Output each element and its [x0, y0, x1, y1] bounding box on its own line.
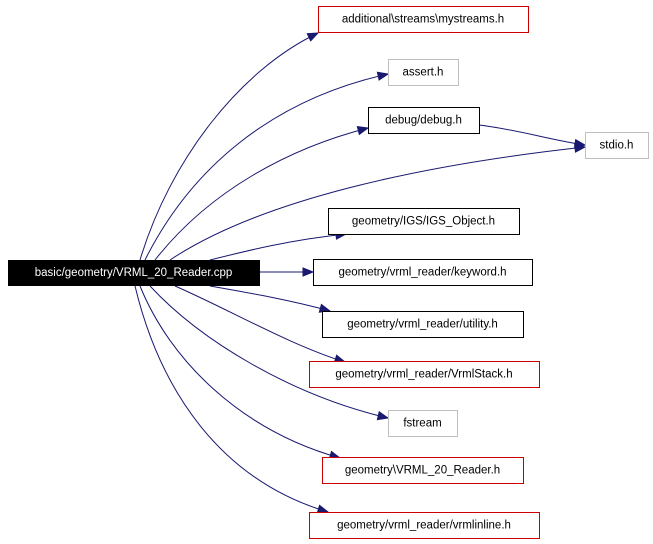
node-box [388, 410, 458, 437]
node-label: geometry/IGS/IGS_Object.h [352, 216, 495, 228]
node-box [309, 512, 540, 539]
node-label: geometry/vrml_reader/keyword.h [338, 267, 506, 279]
node-keyword[interactable]: geometry/vrml_reader/keyword.h [313, 259, 533, 286]
edge-line [169, 146, 586, 261]
nodes-layer: basic/geometry/VRML_20_Reader.cpp additio… [8, 6, 649, 539]
edge-root-to-debug [154, 126, 370, 261]
node-box [388, 59, 459, 86]
edge-root-to-utility [209, 285, 332, 313]
edge-root-to-vrmlstack [174, 285, 347, 364]
arrowhead-icon [302, 267, 315, 277]
arrowhead-icon [316, 504, 330, 514]
node-label: fstream [403, 418, 441, 430]
node-assert[interactable]: assert.h [388, 59, 459, 86]
edge-debug-to-stdio [478, 124, 587, 149]
node-debug[interactable]: debug/debug.h [368, 107, 480, 134]
edge-line [174, 285, 346, 363]
node-label: geometry/vrml_reader/utility.h [347, 319, 498, 331]
edge-line [209, 285, 331, 312]
node-vrml20reader[interactable]: geometry\VRML_20_Reader.h [322, 457, 524, 484]
edge-line [144, 73, 389, 261]
arrowhead-icon [356, 126, 370, 136]
arrowhead-icon [306, 32, 320, 42]
edge-line [154, 127, 369, 261]
node-label: assert.h [403, 67, 444, 79]
node-box [368, 107, 480, 134]
edge-line [478, 124, 586, 146]
edges-layer [134, 32, 587, 514]
node-vrmlstack[interactable]: geometry/vrml_reader/VrmlStack.h [309, 361, 540, 388]
node-utility[interactable]: geometry/vrml_reader/utility.h [322, 311, 524, 338]
node-mystreams[interactable]: additional\streams\mystreams.h [318, 6, 529, 33]
node-label: debug/debug.h [385, 115, 462, 127]
node-box [328, 208, 520, 235]
arrowhead-icon [376, 410, 390, 421]
edge-line [134, 285, 329, 513]
root-node[interactable]: basic/geometry/VRML_20_Reader.cpp [8, 260, 260, 286]
node-label: geometry/vrml_reader/vrmlinline.h [337, 520, 511, 532]
edge-root-to-igsobject [209, 230, 348, 261]
node-igsobject[interactable]: geometry/IGS/IGS_Object.h [328, 208, 520, 235]
edge-line [139, 285, 341, 459]
node-box [313, 259, 533, 286]
arrowhead-icon [573, 138, 587, 149]
node-box [322, 457, 524, 484]
edge-root-to-fstream [149, 285, 390, 421]
node-label: geometry\VRML_20_Reader.h [345, 465, 500, 477]
node-label: stdio.h [600, 140, 634, 152]
edge-root-to-assert [144, 71, 390, 261]
node-stdio[interactable]: stdio.h [585, 132, 649, 159]
node-label: additional\streams\mystreams.h [342, 14, 504, 26]
edge-root-to-stdio [169, 143, 587, 261]
node-label: basic/geometry/VRML_20_Reader.cpp [35, 267, 233, 279]
edge-root-to-keyword [259, 267, 315, 277]
edge-root-to-mystreams [139, 32, 320, 261]
node-box [585, 132, 649, 159]
edge-line [149, 285, 389, 419]
node-box [8, 260, 260, 286]
edge-root-to-vrmlinline [134, 285, 330, 514]
node-box [309, 361, 540, 388]
node-fstream[interactable]: fstream [388, 410, 458, 437]
edge-line [209, 233, 347, 261]
node-box [318, 6, 529, 33]
node-label: geometry/vrml_reader/VrmlStack.h [335, 369, 512, 381]
arrowhead-icon [376, 71, 390, 81]
node-box [322, 311, 524, 338]
node-vrmlinline[interactable]: geometry/vrml_reader/vrmlinline.h [309, 512, 540, 539]
edge-line [139, 32, 319, 261]
